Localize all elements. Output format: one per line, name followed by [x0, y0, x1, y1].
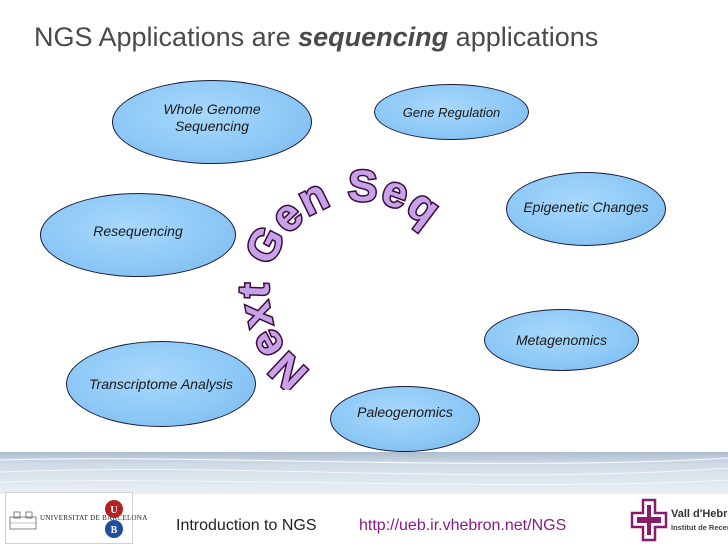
slide-title: NGS Applications are sequencing applicat… — [34, 22, 598, 53]
svg-text:B: B — [111, 525, 118, 536]
bubble-line: Epigenetic Changes — [523, 198, 649, 215]
bubble-line: Transcriptome Analysis — [89, 375, 233, 392]
bubble-whole-genome-sequencing: Whole Genome Sequencing — [112, 80, 312, 164]
bubble-gene-regulation: Gene Regulation — [374, 84, 529, 140]
bubble-metagenomics: Metagenomics — [484, 309, 639, 371]
vall-hebron-logo: Vall d'Hebron Institut de Recerca — [630, 497, 728, 543]
bubble-epigenetic-changes: Epigenetic Changes — [506, 172, 666, 246]
svg-text:U: U — [110, 505, 117, 516]
ub-logo: UNIVERSITAT DE BARCELONA U B — [5, 492, 147, 544]
bubble-line: Paleogenomics — [357, 403, 453, 420]
bubble-line: Sequencing — [175, 118, 249, 134]
title-suffix: applications — [448, 22, 599, 52]
bubble-line: Whole Genome — [163, 101, 261, 117]
vh-subtitle: Institut de Recerca — [671, 523, 728, 532]
wordart-circular-text: Next Gen Seq — [230, 160, 451, 390]
bubble-resequencing: Resequencing — [40, 193, 236, 277]
footer-course: Introduction to NGS — [176, 517, 317, 534]
ub-seal-icon: U B — [105, 500, 123, 538]
wordart-textpath: Next Gen Seq — [230, 160, 450, 390]
title-prefix: NGS Applications are — [34, 22, 299, 52]
hebron-cross-icon — [630, 498, 668, 542]
vh-name: Vall d'Hebron — [671, 508, 728, 520]
bubble-paleogenomics: Paleogenomics — [330, 386, 480, 452]
footer-band-lines — [0, 457, 728, 486]
bubble-transcriptome-analysis: Transcriptome Analysis — [66, 341, 256, 427]
footer-band — [0, 452, 728, 494]
footer-url-link[interactable]: http://ueb.ir.vhebron.net/NGS — [359, 517, 567, 534]
title-emphasis: sequencing — [298, 22, 449, 52]
bubble-line: Gene Regulation — [402, 104, 501, 120]
bubble-line: Metagenomics — [515, 331, 608, 348]
ub-building-icon — [9, 511, 37, 530]
wordart-text: Next Gen Seq — [230, 162, 451, 390]
bubble-line: Resequencing — [93, 222, 183, 239]
ub-name: UNIVERSITAT DE BARCELONA — [40, 514, 148, 522]
